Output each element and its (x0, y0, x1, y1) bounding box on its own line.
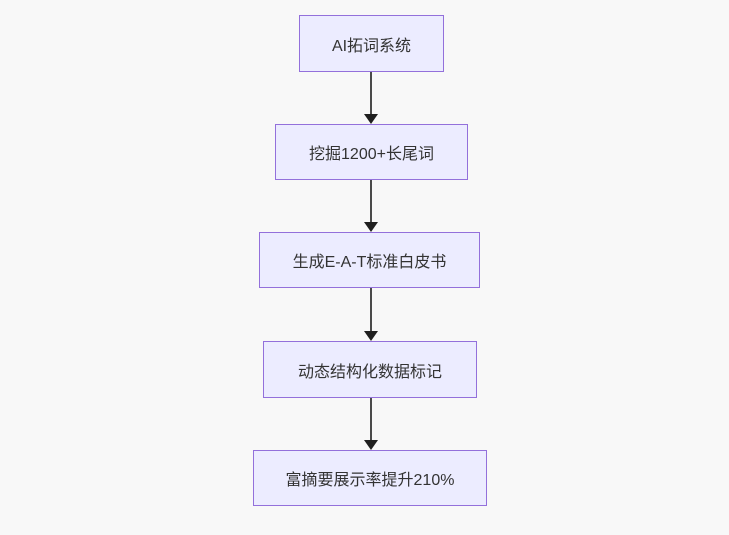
flow-node-label: 挖掘1200+长尾词 (309, 146, 434, 163)
flow-node-label: AI拓词系统 (331, 37, 412, 55)
flow-node-ai-word-expansion-system: AI拓词系统 (299, 15, 444, 72)
flow-edge-c-to-d (364, 288, 378, 341)
flow-node-generate-eat-whitepaper: 生成E-A-T标准白皮书 (259, 232, 480, 288)
flow-node-label: 富摘要展示率提升210% (285, 472, 455, 489)
flow-node-dynamic-structured-data-markup: 动态结构化数据标记 (263, 341, 477, 398)
flow-edge-a-to-b (364, 72, 378, 124)
edge-line (370, 398, 372, 440)
edge-line (370, 72, 372, 114)
arrowhead-down-icon (364, 222, 378, 232)
flow-node-rich-snippet-rate-increase: 富摘要展示率提升210% (253, 450, 487, 506)
edge-line (370, 180, 372, 222)
edge-line (370, 288, 372, 331)
flow-node-label: 生成E-A-T标准白皮书 (292, 254, 447, 271)
flow-edge-b-to-c (364, 180, 378, 232)
arrowhead-down-icon (364, 331, 378, 341)
flow-node-mine-longtail-keywords: 挖掘1200+长尾词 (275, 124, 468, 180)
flow-edge-d-to-e (364, 398, 378, 450)
flow-node-label: 动态结构化数据标记 (297, 363, 442, 381)
arrowhead-down-icon (364, 114, 378, 124)
arrowhead-down-icon (364, 440, 378, 450)
